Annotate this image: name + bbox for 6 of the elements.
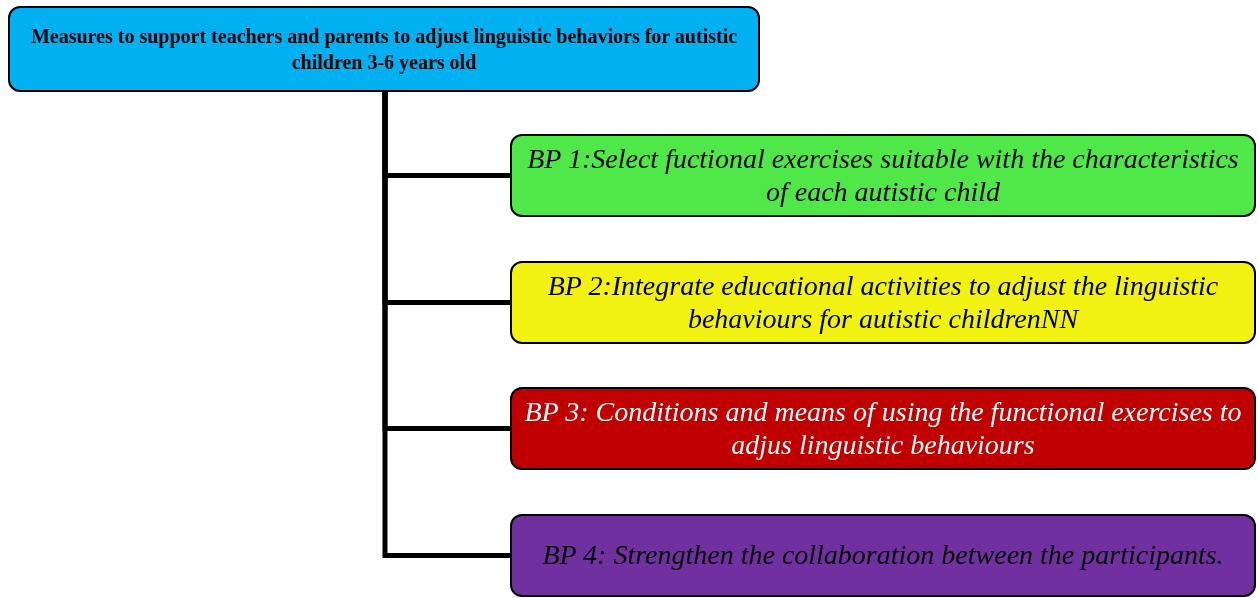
measure-box: BP 4: Strengthen the collaboration between the participants. bbox=[510, 514, 1256, 597]
measure-box: BP 1:Select fuctional exercises suitable with the characteristics of each autistic child bbox=[510, 134, 1256, 217]
measure-box: BP 2:Integrate educational activities to adjust the linguistic behaviours for autistic childrenNN bbox=[510, 261, 1256, 344]
connector-line bbox=[382, 92, 510, 558]
title-box: Measures to support teachers and parents to adjust linguistic behaviors for autistic children 3-6 years old bbox=[8, 6, 760, 92]
measure-box: BP 3: Conditions and means of using the functional exercises to adjus linguistic behaviours bbox=[510, 387, 1256, 470]
